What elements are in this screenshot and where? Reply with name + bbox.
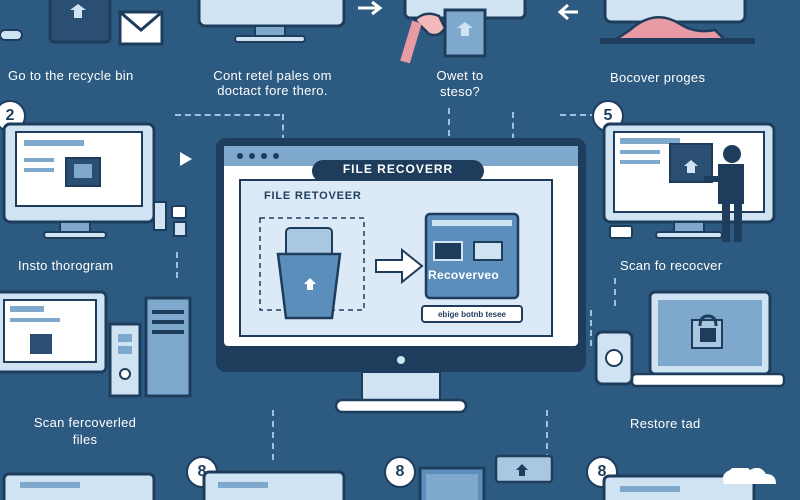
connector — [175, 114, 280, 116]
step-label-right-bottom: Restore tad — [630, 416, 701, 431]
bottom-monitor-3 — [602, 468, 776, 500]
top-right-illustration — [600, 0, 755, 44]
play-icon — [180, 152, 192, 166]
bottom-folder-illustration — [418, 454, 554, 500]
recycle-icon — [70, 4, 86, 18]
left-computer-step-3 — [0, 290, 192, 398]
top-monitor-1 — [197, 0, 346, 43]
center-title: FILE RECOVERR — [342, 162, 454, 176]
connector — [176, 252, 178, 278]
step-label-top-middle-right: Owet to steso? — [436, 68, 484, 99]
right-laptop-step-6 — [594, 290, 786, 388]
step-label-go-to-recycle-bin: Go to the recycle bin — [8, 68, 134, 83]
person-icon — [610, 16, 729, 42]
center-action-label: ebige botnb tesee — [437, 309, 506, 319]
left-monitor-step-2 — [2, 122, 187, 239]
top-left-illustration — [0, 0, 164, 46]
center-result-label: Recoverveo — [428, 268, 500, 282]
lock-icon — [698, 314, 718, 327]
recycle-icon — [457, 22, 473, 36]
connector — [272, 410, 274, 460]
right-monitor-step-5 — [602, 122, 776, 242]
connector — [590, 310, 592, 346]
recycle-icon — [684, 160, 698, 173]
center-monitor — [216, 138, 586, 414]
step-badge-8-b: 8 — [384, 456, 416, 488]
step-label-left-middle: Insto thorogram — [18, 258, 114, 273]
top-hand-illustration — [400, 0, 527, 64]
connector — [614, 278, 616, 306]
person-icon — [723, 145, 741, 163]
step-badge-8-c: 8 — [586, 456, 618, 488]
step-label-left-bottom: Scan fercoverled files — [33, 415, 137, 447]
bottom-monitor-2 — [202, 470, 346, 500]
center-action-button[interactable]: ebige botnb tesee — [422, 306, 522, 322]
step-label-top-right: Bocover proges — [610, 70, 706, 85]
arrow-left-icon — [557, 3, 578, 21]
bottom-monitor-1 — [2, 472, 156, 500]
connector — [448, 108, 450, 136]
center-panel-title: FILE RETOVEER — [264, 190, 362, 202]
cloud-icon — [722, 468, 776, 484]
hand-icon — [413, 12, 447, 37]
connector — [560, 114, 596, 116]
step-label-top-middle-left: Cont retel pales om doctact fore thero. — [213, 68, 332, 98]
step-label-right-middle: Scan fo recocver — [620, 258, 723, 273]
arrow-right-icon — [358, 0, 383, 16]
connector — [546, 410, 548, 460]
